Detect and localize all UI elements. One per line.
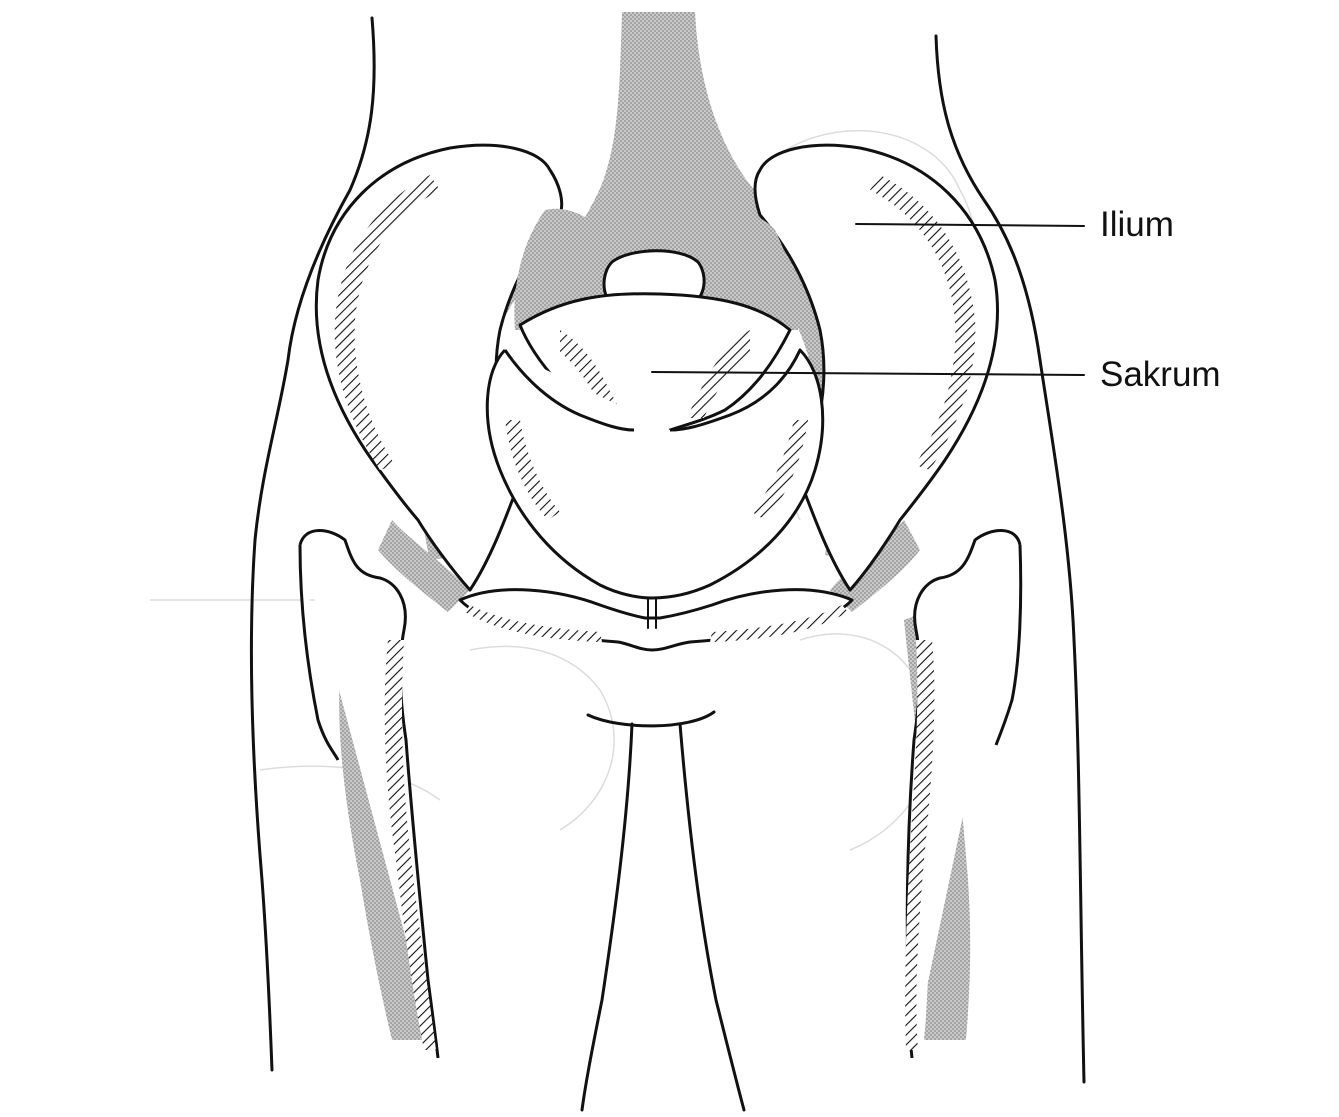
sakrum-label: Sakrum bbox=[1100, 357, 1221, 392]
right-inner-thigh-line bbox=[680, 724, 744, 1110]
ilium-label: Ilium bbox=[1100, 207, 1174, 242]
pubic-contour bbox=[588, 712, 714, 726]
left-inner-thigh-line bbox=[582, 724, 632, 1110]
